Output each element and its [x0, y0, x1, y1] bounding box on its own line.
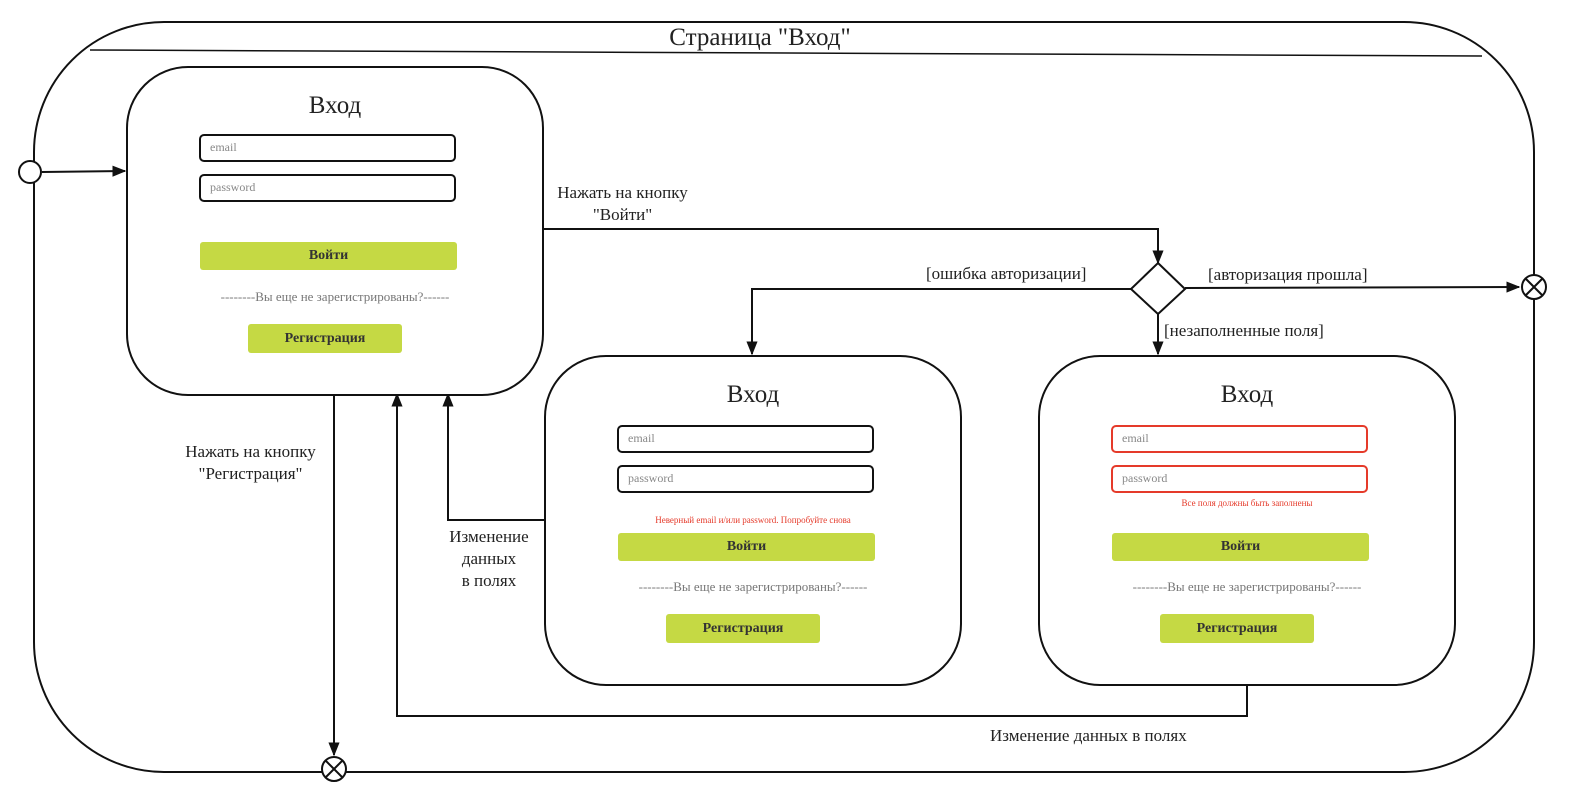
register-hint: --------Вы еще не зарегистрированы?-----…	[1132, 579, 1362, 594]
click-login-label: Нажать на кнопку "Войти"	[540, 182, 705, 226]
click-register-label: Нажать на кнопку "Регистрация"	[168, 441, 333, 485]
click-register-label-line1: Нажать на кнопку	[185, 442, 316, 461]
login-button[interactable]: Войти	[618, 533, 875, 561]
email-field[interactable]: email	[617, 425, 874, 453]
change-data-line-error	[442, 392, 544, 521]
login-transition-line	[544, 228, 1164, 265]
register-hint: --------Вы еще не зарегистрированы?-----…	[220, 289, 450, 304]
register-hint: --------Вы еще не зарегистрированы?-----…	[638, 579, 868, 594]
form-title: Вход	[308, 92, 362, 119]
initial-node	[18, 160, 42, 184]
auth-success-label: [авторизация прошла]	[1208, 265, 1368, 284]
auth-success-line	[1184, 281, 1521, 293]
empty-fields-label: [незаполненные поля]	[1164, 321, 1324, 340]
container-title-divider	[89, 49, 1483, 57]
click-register-label-line2: "Регистрация"	[198, 464, 303, 483]
login-button[interactable]: Войти	[1112, 533, 1369, 561]
login-button[interactable]: Войти	[200, 242, 457, 270]
exit-node-right	[1521, 274, 1547, 300]
change-data-label-vertical: Изменение данных в полях	[434, 526, 544, 592]
container-frame	[33, 21, 1535, 773]
change-data-label-bottom: Изменение данных в полях	[990, 726, 1187, 745]
register-button[interactable]: Регистрация	[666, 614, 820, 643]
empty-fields-message: Все поля должны быть заполнены	[1181, 498, 1313, 508]
register-button[interactable]: Регистрация	[248, 324, 402, 353]
decision-node	[1129, 261, 1187, 316]
auth-error-line	[746, 288, 1131, 356]
exit-node-bottom	[321, 756, 347, 782]
change-data-line-empty	[391, 392, 1248, 717]
password-field[interactable]: password	[1111, 465, 1368, 493]
auth-error-label: [ошибка авторизации]	[926, 264, 1087, 283]
login-form-default: Вход email password Войти --------Вы еще…	[126, 66, 544, 396]
password-field[interactable]: password	[199, 174, 456, 202]
initial-transition	[41, 165, 127, 177]
login-form-auth-error: Вход email password Неверный email и/или…	[544, 355, 962, 686]
change-data-label-line2: данных	[461, 549, 517, 568]
click-login-label-line2: "Войти"	[592, 205, 653, 224]
container-title: Страница "Вход"	[669, 24, 851, 51]
form-title: Вход	[726, 381, 780, 408]
change-data-label-line3: в полях	[461, 571, 517, 590]
change-data-label-line1: Изменение	[449, 527, 529, 546]
form-title: Вход	[1220, 381, 1274, 408]
password-field[interactable]: password	[617, 465, 874, 493]
login-form-empty-fields: Вход email password Все поля должны быть…	[1038, 355, 1456, 686]
email-field[interactable]: email	[1111, 425, 1368, 453]
register-button[interactable]: Регистрация	[1160, 614, 1314, 643]
click-login-label-line1: Нажать на кнопку	[557, 183, 688, 202]
auth-error-message: Неверный email и/или password. Попробуйт…	[655, 515, 851, 525]
email-field[interactable]: email	[199, 134, 456, 162]
